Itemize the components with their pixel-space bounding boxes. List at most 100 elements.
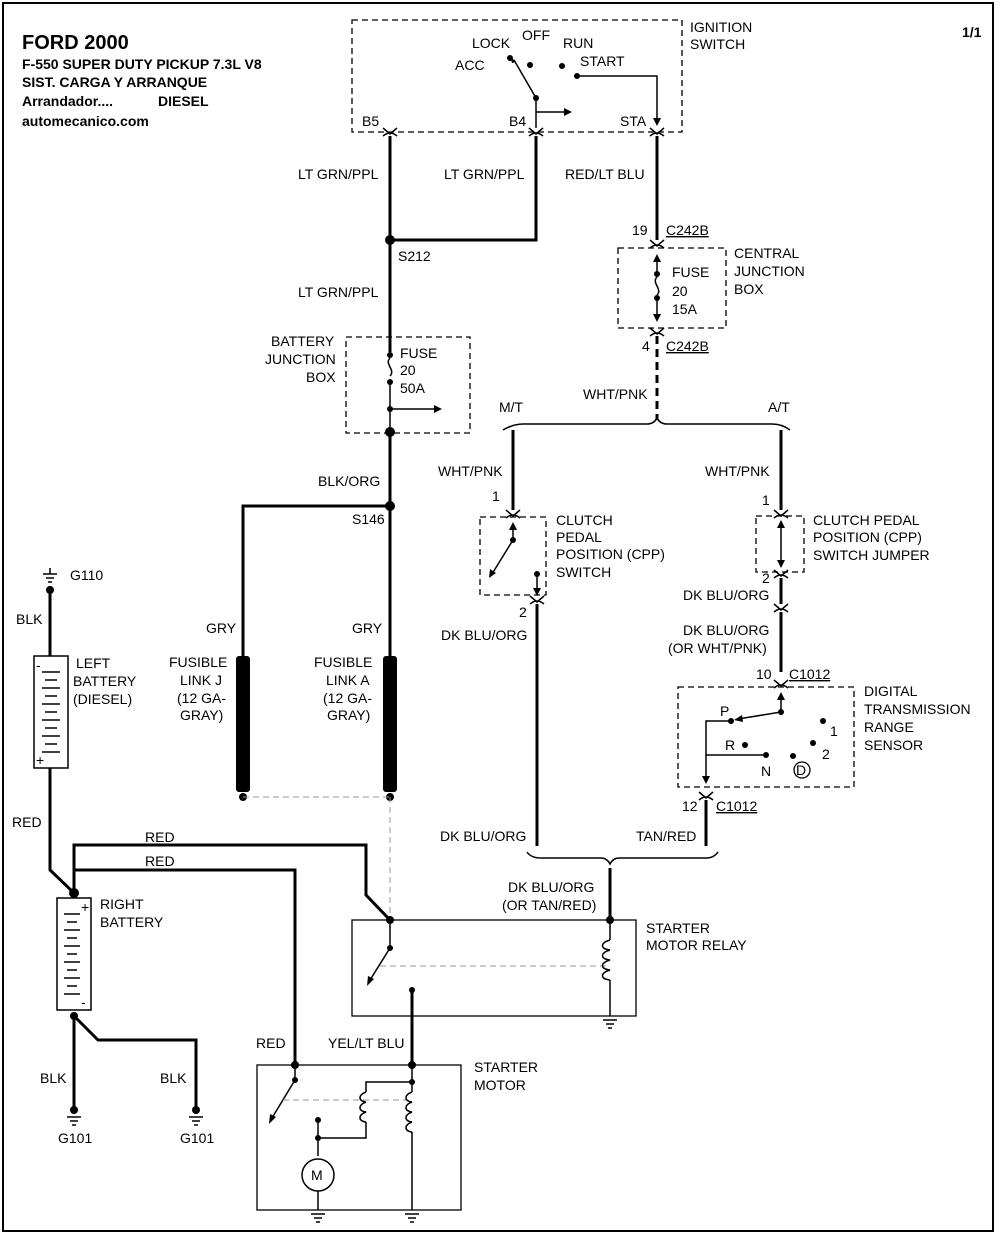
svg-text:RIGHT: RIGHT	[100, 896, 144, 912]
wire-relay-in-label-2: (OR TAN/RED)	[502, 897, 596, 913]
branch-at-label: A/T	[768, 399, 790, 415]
vehicle-model: F-550 SUPER DUTY PICKUP 7.3L V8	[22, 56, 262, 72]
svg-text:B4: B4	[509, 113, 526, 129]
svg-text:1: 1	[762, 492, 770, 508]
circuit-label: Arrandador....	[22, 93, 113, 109]
wire-cjb-out-label: WHT/PNK	[583, 386, 648, 402]
svg-text:FUSE: FUSE	[672, 264, 709, 280]
svg-text:12: 12	[682, 798, 698, 814]
svg-text:FUSIBLE: FUSIBLE	[169, 654, 227, 670]
svg-text:PEDAL: PEDAL	[556, 529, 602, 545]
fusible-link-a: FUSIBLE LINK A (12 GA- GRAY)	[314, 654, 397, 801]
svg-text:M: M	[311, 1167, 323, 1183]
wire-red-1-label: RED	[145, 829, 175, 845]
svg-text:STARTER: STARTER	[474, 1059, 538, 1075]
engine-type: DIESEL	[158, 93, 209, 109]
wire-ground-blk-2-label: BLK	[160, 1070, 187, 1086]
svg-text:C1012: C1012	[716, 798, 757, 814]
svg-text:BOX: BOX	[306, 369, 336, 385]
svg-text:MOTOR: MOTOR	[474, 1077, 526, 1093]
wire-link-j-label: GRY	[206, 620, 237, 636]
cpp-switch-jumper: 1 2 CLUTCH PEDAL POSITION (CPP) SWITCH J…	[755, 492, 930, 586]
svg-text:2: 2	[519, 604, 527, 620]
svg-text:+: +	[81, 899, 89, 915]
svg-text:SENSOR: SENSOR	[864, 737, 923, 753]
svg-text:STA: STA	[620, 113, 647, 129]
left-battery: G110 BLK - + LEFT BATTERY (DIESEL)	[16, 567, 137, 769]
svg-text:P: P	[720, 703, 729, 719]
svg-text:CLUTCH PEDAL: CLUTCH PEDAL	[813, 512, 920, 528]
svg-text:JUNCTION: JUNCTION	[265, 351, 336, 367]
svg-text:ACC: ACC	[455, 57, 485, 73]
svg-text:G110: G110	[70, 567, 103, 583]
battery-junction-box: BATTERY JUNCTION BOX FUSE 20 50A	[265, 333, 471, 437]
svg-text:BATTERY: BATTERY	[100, 914, 164, 930]
svg-text:R: R	[725, 737, 735, 753]
svg-text:START: START	[580, 53, 625, 69]
svg-text:SWITCH: SWITCH	[690, 36, 745, 52]
svg-text:BATTERY: BATTERY	[271, 333, 335, 349]
svg-text:-: -	[81, 994, 86, 1010]
svg-text:BLK: BLK	[16, 611, 43, 627]
svg-text:D: D	[796, 762, 806, 778]
svg-text:RUN: RUN	[563, 35, 593, 51]
svg-text:20: 20	[672, 283, 688, 299]
svg-text:POSITION (CPP): POSITION (CPP)	[556, 546, 665, 562]
wire-b4-label: LT GRN/PPL	[444, 166, 525, 182]
svg-text:1: 1	[830, 723, 838, 739]
svg-text:TRANSMISSION: TRANSMISSION	[864, 701, 971, 717]
branch-mt-label: M/T	[499, 399, 524, 415]
wire-s212-bjb-label: LT GRN/PPL	[298, 284, 379, 300]
splice-s212-label: S212	[398, 248, 431, 264]
wire-red-motor-label: RED	[256, 1035, 286, 1051]
svg-text:50A: 50A	[400, 380, 426, 396]
wire-to-dtr-label-1: DK BLU/ORG	[683, 622, 769, 638]
wire-jumper-out-label: DK BLU/ORG	[683, 587, 769, 603]
svg-text:2: 2	[822, 746, 830, 762]
svg-text:FUSE: FUSE	[400, 345, 437, 361]
svg-text:LOCK: LOCK	[472, 35, 511, 51]
svg-text:GRAY): GRAY)	[327, 707, 370, 723]
svg-text:GRAY): GRAY)	[180, 707, 223, 723]
svg-text:MOTOR RELAY: MOTOR RELAY	[646, 937, 747, 953]
wire-ground-blk-1-label: BLK	[40, 1070, 67, 1086]
svg-text:BATTERY: BATTERY	[73, 673, 137, 689]
system-name: SIST. CARGA Y ARRANQUE	[22, 74, 207, 90]
svg-text:(12 GA-: (12 GA-	[177, 690, 226, 706]
svg-text:G101: G101	[58, 1130, 92, 1146]
svg-text:IGNITION: IGNITION	[690, 19, 752, 35]
svg-text:10: 10	[756, 666, 772, 682]
wire-blk-org-label: BLK/ORG	[318, 473, 380, 489]
svg-text:G101: G101	[180, 1130, 214, 1146]
svg-text:SWITCH: SWITCH	[556, 564, 611, 580]
svg-text:LINK A: LINK A	[326, 672, 370, 688]
svg-text:LEFT: LEFT	[76, 655, 111, 671]
svg-text:CENTRAL: CENTRAL	[734, 245, 800, 261]
svg-text:BOX: BOX	[734, 281, 764, 297]
svg-text:STARTER: STARTER	[646, 920, 710, 936]
svg-text:SWITCH JUMPER: SWITCH JUMPER	[813, 547, 930, 563]
wire-relay-in-label-1: DK BLU/ORG	[508, 879, 594, 895]
wire-at-label: WHT/PNK	[705, 463, 770, 479]
svg-text:-: -	[36, 657, 41, 673]
right-battery: + - RIGHT BATTERY	[56, 888, 164, 1020]
svg-text:15A: 15A	[672, 301, 698, 317]
wire-cpp-out-label: DK BLU/ORG	[441, 627, 527, 643]
ignition-switch: IGNITION SWITCH LOCK OFF RUN ACC START B…	[351, 19, 752, 137]
svg-text:N: N	[761, 763, 771, 779]
svg-text:OFF: OFF	[522, 27, 550, 43]
wire-left-batt-pos-label: RED	[12, 814, 42, 830]
svg-text:C242B: C242B	[666, 338, 709, 354]
svg-text:+: +	[36, 752, 44, 768]
starter-motor-relay: STARTER MOTOR RELAY	[351, 916, 747, 1029]
wire-link-a-label: GRY	[352, 620, 383, 636]
ground-g101-left: G101	[58, 1106, 92, 1146]
svg-text:LINK J: LINK J	[180, 672, 222, 688]
svg-text:4: 4	[642, 338, 650, 354]
svg-text:C242B: C242B	[666, 222, 709, 238]
svg-text:1: 1	[492, 488, 500, 504]
svg-text:FUSIBLE: FUSIBLE	[314, 654, 372, 670]
wire-sta-label: RED/LT BLU	[565, 166, 645, 182]
svg-text:C1012: C1012	[789, 666, 830, 682]
